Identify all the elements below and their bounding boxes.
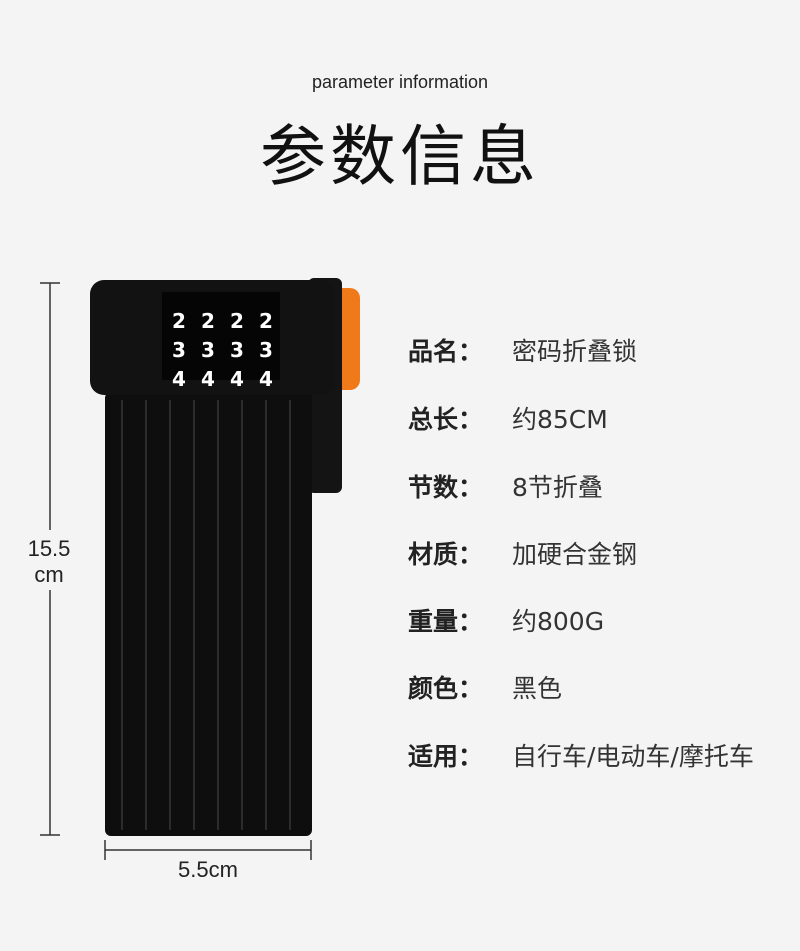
height-value: 15.5 — [27, 536, 71, 561]
spec-value: 黑色 — [512, 674, 563, 703]
spec-value: 自行车/电动车/摩托车 — [512, 742, 754, 771]
spec-value: 约800G — [512, 607, 605, 636]
height-unit: cm — [34, 562, 64, 587]
width-value: 5.5cm — [178, 857, 238, 882]
spec-label: 颜色： — [408, 674, 484, 703]
spec-value: 密码折叠锁 — [512, 337, 638, 366]
dial-digit: 3 — [259, 338, 273, 362]
dial-digit: 4 — [230, 367, 244, 391]
dial-digit: 3 — [201, 338, 215, 362]
spec-label: 品名： — [408, 337, 484, 366]
page-title: 参数信息 — [260, 118, 540, 195]
dial-digit: 2 — [230, 309, 244, 333]
spec-label: 适用： — [408, 742, 484, 771]
dial-digit: 4 — [259, 367, 273, 391]
dial-window — [162, 292, 280, 380]
dial-digit: 2 — [172, 309, 186, 333]
spec-value: 8节折叠 — [512, 473, 603, 502]
subtitle: parameter information — [311, 72, 489, 92]
width-dimension-line — [104, 840, 312, 860]
spec-label: 材质： — [408, 540, 484, 569]
lock-plates — [105, 392, 312, 836]
dial-digit: 4 — [201, 367, 215, 391]
dial-digit: 3 — [230, 338, 244, 362]
dial-digit: 2 — [259, 309, 273, 333]
spec-label: 重量： — [408, 607, 484, 636]
height-dimension-line — [40, 282, 60, 836]
dial-digit: 4 — [172, 367, 186, 391]
dial-digit: 3 — [172, 338, 186, 362]
spec-label: 节数： — [408, 473, 484, 502]
spec-value: 加硬合金钢 — [512, 540, 638, 569]
spec-label: 总长： — [408, 405, 484, 434]
dial-digit: 2 — [201, 309, 215, 333]
spec-value: 约85CM — [512, 405, 608, 434]
